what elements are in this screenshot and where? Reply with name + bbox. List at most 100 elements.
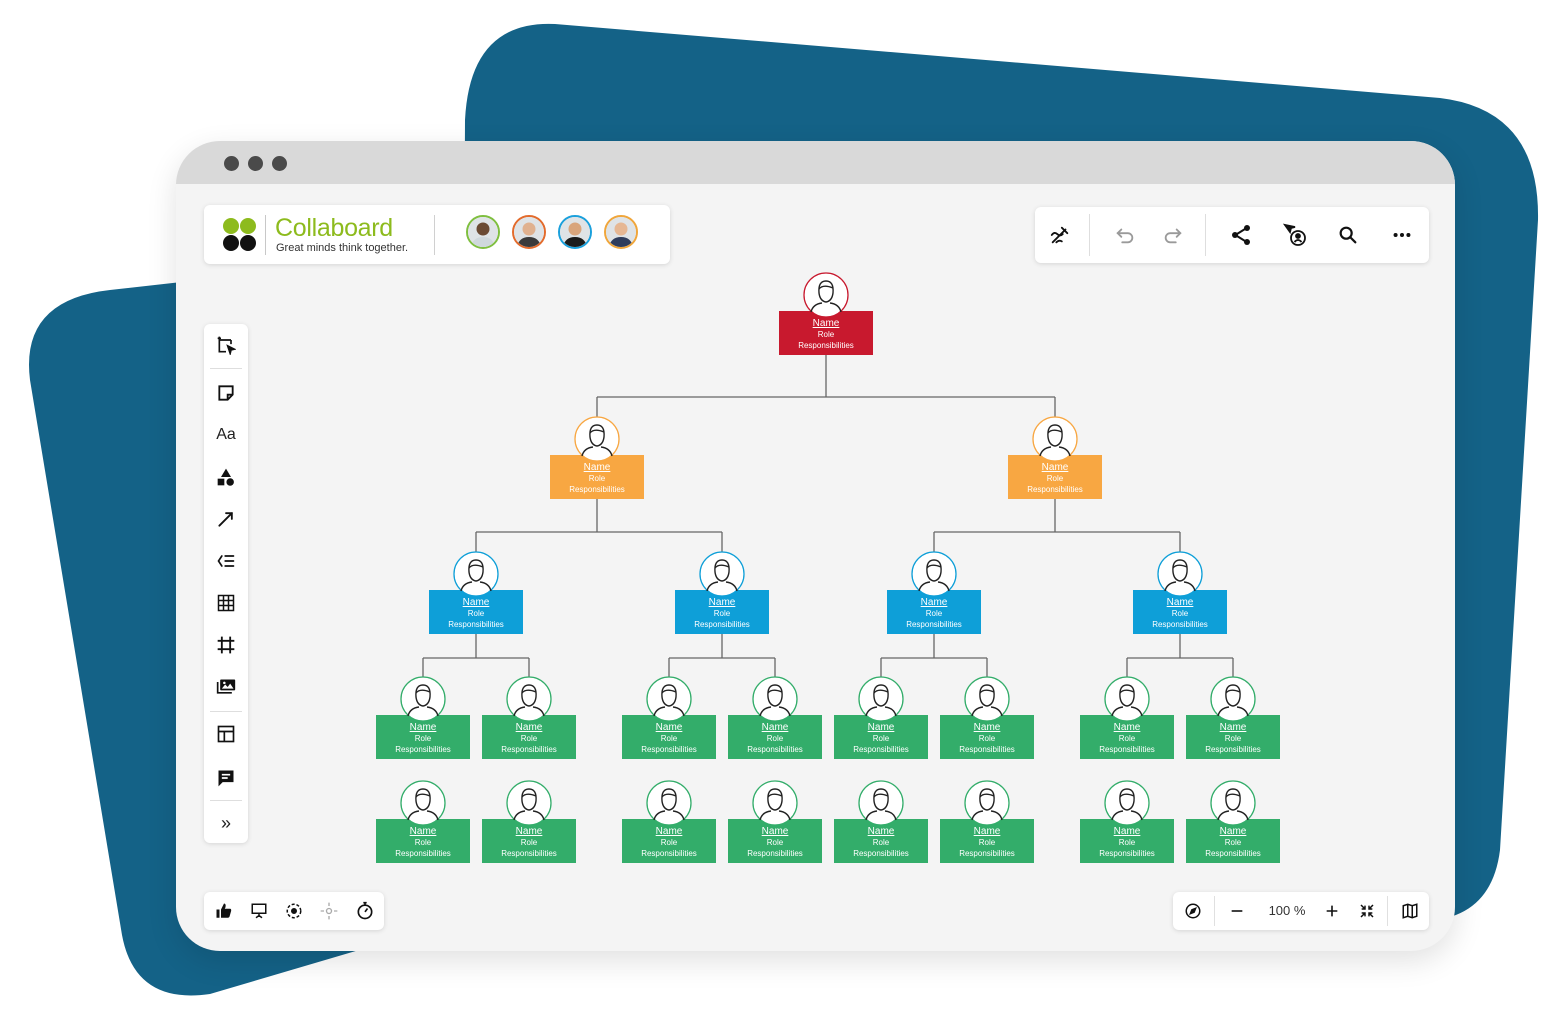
timer-icon[interactable]	[352, 898, 378, 924]
share-icon[interactable]	[1227, 221, 1255, 249]
person-shoulders	[759, 706, 791, 717]
person-icon	[506, 780, 552, 826]
person-head	[1225, 684, 1241, 707]
connector-icon[interactable]	[212, 505, 240, 533]
person-hair	[1047, 429, 1063, 434]
org-node-role: Role	[926, 609, 943, 618]
org-node-role: Role	[415, 838, 432, 847]
org-node-box	[376, 819, 470, 863]
toolbar-separator	[1214, 896, 1215, 926]
org-node-role: Role	[1119, 734, 1136, 743]
templates-icon[interactable]	[212, 720, 240, 748]
magic-pen-icon[interactable]	[1046, 221, 1074, 249]
person-icon	[646, 780, 692, 826]
minimap-icon[interactable]	[1397, 898, 1423, 924]
window-dot[interactable]	[272, 156, 287, 171]
person-icon	[803, 272, 849, 318]
person-icon	[752, 676, 798, 722]
attention-icon[interactable]	[316, 898, 342, 924]
search-icon[interactable]	[1334, 221, 1362, 249]
zoom-in-icon[interactable]	[1319, 898, 1345, 924]
fit-to-screen-icon[interactable]	[1354, 898, 1380, 924]
org-node-responsibilities: Responsibilities	[395, 745, 451, 754]
zoom-out-icon[interactable]	[1224, 898, 1250, 924]
shapes-icon[interactable]	[212, 463, 240, 491]
org-node-role: Role	[1119, 838, 1136, 847]
toolbar-separator	[210, 368, 242, 369]
person-hair	[1119, 793, 1135, 798]
org-node-name: Name	[516, 722, 543, 733]
org-node-role: Role	[873, 838, 890, 847]
org-node-box	[622, 715, 716, 759]
collaborator-avatar[interactable]	[558, 215, 592, 249]
list-icon[interactable]	[212, 547, 240, 575]
collaborator-avatar[interactable]	[512, 215, 546, 249]
window-titlebar	[176, 141, 1455, 184]
focus-icon[interactable]	[281, 898, 307, 924]
org-node-role: Role	[767, 734, 784, 743]
org-node-responsibilities: Responsibilities	[641, 745, 697, 754]
more-icon[interactable]	[1388, 221, 1416, 249]
bottom-left-toolbar	[204, 892, 384, 930]
table-icon[interactable]	[212, 589, 240, 617]
window-dot[interactable]	[248, 156, 263, 171]
navigator-icon[interactable]	[1180, 898, 1206, 924]
undo-icon[interactable]	[1111, 221, 1139, 249]
brand-panel: Collaboard Great minds think together.	[204, 205, 670, 264]
org-chart-canvas[interactable]: NameRoleResponsibilitiesNameRoleResponsi…	[176, 141, 1455, 951]
collaborator-avatar[interactable]	[466, 215, 500, 249]
voting-icon[interactable]	[211, 898, 237, 924]
person-shoulders	[918, 581, 950, 592]
org-node-role: Role	[873, 734, 890, 743]
sticky-note-icon[interactable]	[212, 379, 240, 407]
person-shoulders	[581, 446, 613, 457]
frame-icon[interactable]	[212, 631, 240, 659]
follow-user-icon[interactable]	[1281, 221, 1309, 249]
redo-icon[interactable]	[1159, 221, 1187, 249]
person-shoulders	[810, 302, 842, 313]
comments-icon[interactable]	[212, 764, 240, 792]
person-shoulders	[407, 810, 439, 821]
presentation-icon[interactable]	[246, 898, 272, 924]
person-hair	[589, 429, 605, 434]
person-shoulders	[653, 810, 685, 821]
person-shoulders	[653, 706, 685, 717]
org-node-role: Role	[1172, 609, 1189, 618]
text-tool-icon[interactable]: Aa	[216, 426, 236, 443]
org-node-box	[429, 590, 523, 634]
expand-icon[interactable]: »	[220, 812, 231, 833]
org-node-box	[1080, 819, 1174, 863]
brand-divider	[265, 215, 266, 255]
collaborator-avatar[interactable]	[604, 215, 638, 249]
person-shoulders	[1111, 706, 1143, 717]
select-frame-icon[interactable]	[212, 331, 240, 359]
media-icon[interactable]	[212, 673, 240, 701]
window-dot[interactable]	[224, 156, 239, 171]
org-node-box	[675, 590, 769, 634]
org-node-box	[779, 311, 873, 355]
person-head	[873, 684, 889, 707]
